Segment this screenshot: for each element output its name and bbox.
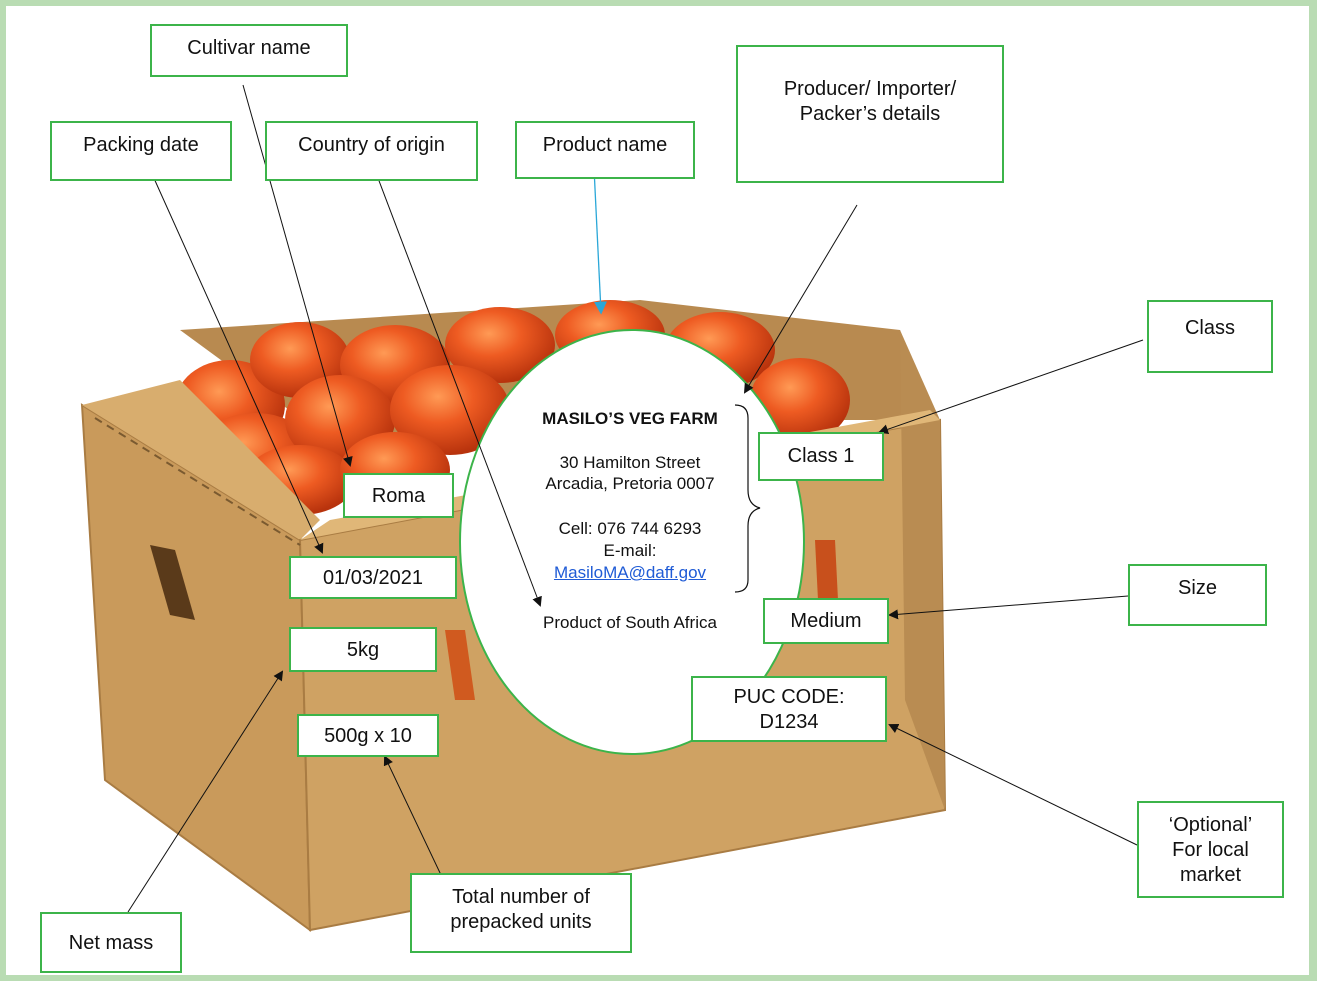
callout-product-name: Product name: [515, 121, 695, 179]
callout-text: Cultivar name: [187, 37, 311, 59]
value-cultivar: Roma: [343, 473, 454, 518]
oval-farm-name: MASILO’S VEG FARM: [542, 409, 718, 428]
oval-email-label: E-mail:: [603, 541, 657, 560]
callout-text: Packing date: [83, 134, 199, 156]
value-text: PUC CODE:: [733, 686, 845, 708]
callout-text: For local: [1172, 839, 1249, 861]
value-text: Roma: [371, 485, 426, 507]
callout-text: prepacked units: [450, 911, 592, 933]
value-text: Medium: [790, 610, 862, 632]
callout-text: Net mass: [68, 932, 154, 954]
oval-cell: Cell: 076 744 6293: [558, 519, 702, 538]
callout-country-of-origin: Country of origin: [265, 121, 478, 181]
callout-text: Product name: [542, 134, 668, 156]
callout-text: Total number of: [452, 886, 590, 908]
callout-text: market: [1179, 864, 1242, 886]
oval-origin: Product of South Africa: [543, 613, 717, 632]
callout-optional-local-market: ‘Optional’ For local market: [1137, 801, 1284, 898]
callout-packing-date: Packing date: [50, 121, 232, 181]
value-text: 500g x 10: [324, 725, 412, 747]
callout-text: Size: [1178, 577, 1217, 599]
callout-size: Size: [1128, 564, 1267, 626]
callout-text: Country of origin: [298, 134, 445, 156]
value-prepacked-units: 500g x 10: [297, 714, 439, 757]
callout-text: Packer’s details: [799, 103, 941, 125]
oval-email-link[interactable]: MasiloMA@daff.gov: [553, 563, 707, 582]
callout-text: ‘Optional’: [1168, 814, 1253, 836]
callout-producer-details: Producer/ Importer/ Packer’s details: [736, 45, 1004, 183]
callout-net-mass: Net mass: [40, 912, 182, 973]
value-text: D1234: [759, 711, 819, 733]
value-class: Class 1: [758, 432, 884, 481]
value-text: 01/03/2021: [322, 567, 424, 589]
value-size: Medium: [763, 598, 889, 644]
callout-cultivar-name: Cultivar name: [150, 24, 348, 77]
value-puc-code: PUC CODE: D1234: [691, 676, 887, 742]
value-text: 5kg: [346, 639, 380, 661]
value-packing-date: 01/03/2021: [289, 556, 457, 599]
callout-text: Class: [1184, 317, 1235, 339]
oval-address-line-2: Arcadia, Pretoria 0007: [545, 474, 715, 493]
callout-class: Class: [1147, 300, 1273, 373]
value-text: Class 1: [787, 445, 855, 467]
value-net-mass: 5kg: [289, 627, 437, 672]
callout-text: Producer/ Importer/: [783, 78, 957, 100]
callout-total-prepacked-units: Total number of prepacked units: [410, 873, 632, 953]
oval-address-line-1: 30 Hamilton Street: [559, 453, 701, 472]
